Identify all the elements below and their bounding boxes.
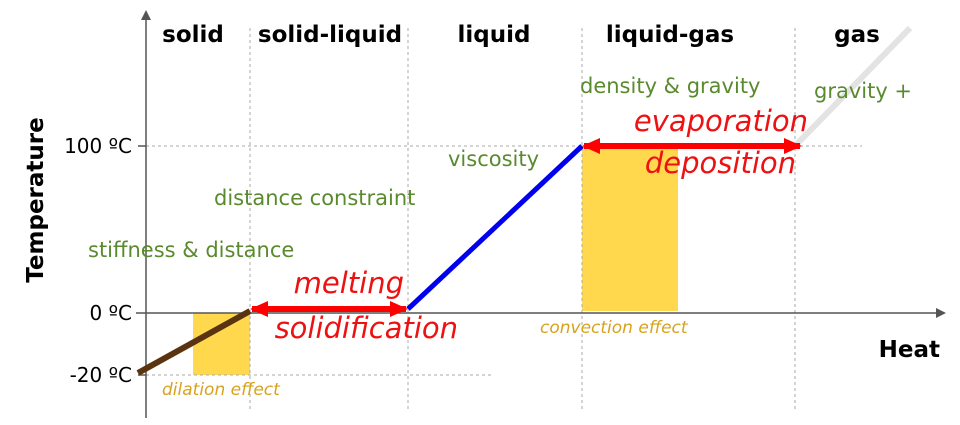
tick-label-minus20: -20 ºC (70, 363, 132, 387)
liquid-segment (406, 144, 584, 311)
convection-effect-region (582, 146, 678, 311)
dilation-effect-region (193, 313, 250, 375)
phase-label-gas: gas (834, 22, 880, 48)
phase-label-liquid-gas: liquid-gas (606, 22, 734, 48)
transition-label-deposition: deposition (645, 146, 796, 180)
solid-segment (136, 308, 252, 376)
transition-label-solidification: solidification (275, 311, 458, 345)
phase-label-solid-liquid: solid-liquid (258, 22, 402, 48)
gas-segment (792, 25, 913, 149)
force-label-distance: distance constraint (214, 186, 415, 210)
force-label-density: density & gravity (580, 74, 760, 98)
effect-label-dilation: dilation effect (162, 380, 281, 400)
x-axis-title: Heat (879, 337, 940, 363)
force-label-viscosity: viscosity (448, 147, 539, 171)
force-label-stiffness: stiffness & distance (88, 238, 294, 262)
transition-label-evaporation: evaporation (634, 104, 808, 138)
tick-label-100: 100 ºC (64, 134, 132, 158)
force-label-gravity: gravity + (814, 79, 912, 103)
phase-separators (249, 28, 796, 412)
transition-label-melting: melting (294, 266, 404, 300)
phase-label-liquid: liquid (458, 22, 531, 48)
effect-label-convection: convection effect (540, 318, 689, 338)
y-axis-title: Temperature (23, 117, 49, 282)
phase-label-solid: solid (162, 22, 224, 48)
tick-label-0: 0 ºC (90, 301, 132, 325)
